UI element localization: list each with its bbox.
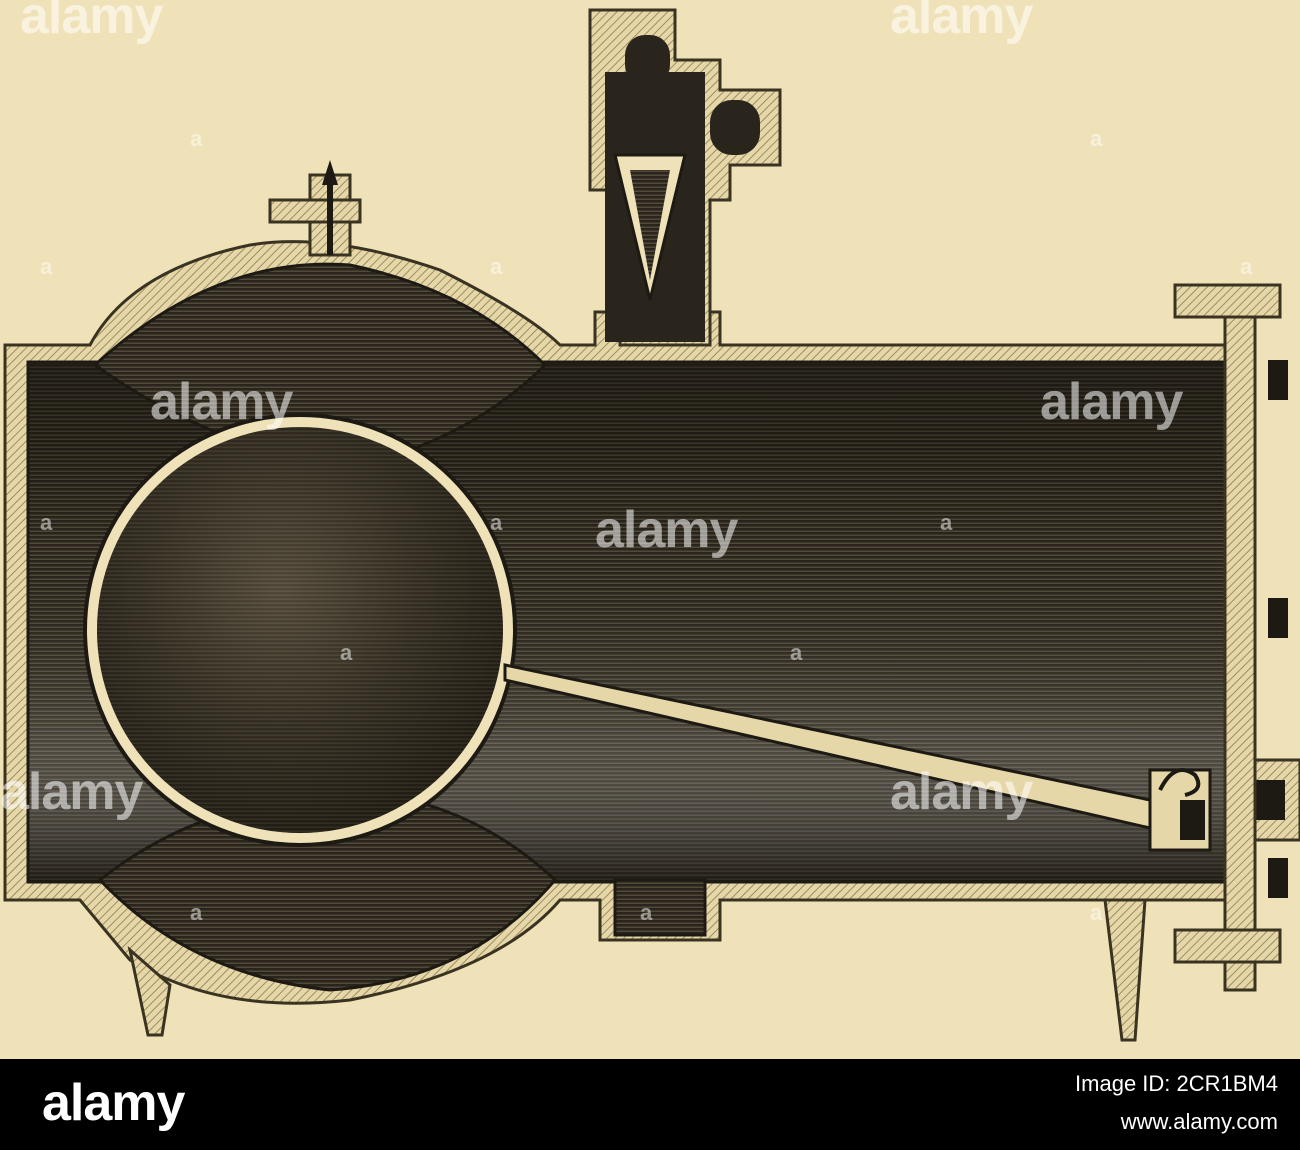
image-id-label: Image ID: 2CR1BM4 (1075, 1071, 1278, 1096)
inlet-valve-assembly (588, 8, 782, 347)
left-leg (127, 945, 172, 1037)
steam-trap-cross-section (3, 8, 1300, 1042)
float-ball (83, 413, 517, 847)
alamy-logo[interactable]: alamy (42, 1074, 185, 1132)
drain-fitting (613, 878, 707, 937)
end-cover-flange (1173, 283, 1288, 992)
right-leg (1103, 898, 1147, 1042)
air-cock (268, 160, 362, 257)
site-url[interactable]: www.alamy.com (1120, 1109, 1278, 1134)
footer-bar: alamy Image ID: 2CR1BM4 www.alamy.com (0, 1059, 1300, 1150)
engraving-plate: alamy alamy alamy alamy alamy alamy alam… (0, 0, 1300, 1059)
